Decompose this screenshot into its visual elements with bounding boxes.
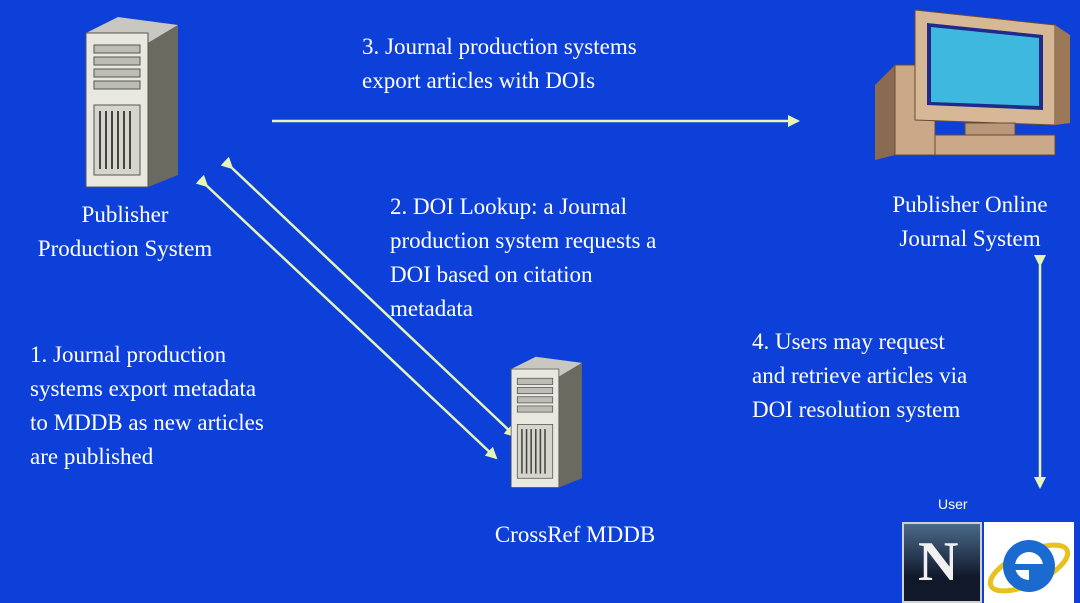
desktop-computer-icon — [875, 9, 1070, 160]
publisher-production-label: Publisher Production System — [37, 202, 213, 261]
step4-text: 4. Users may request and retrieve articl… — [752, 329, 968, 422]
step3-text: 3. Journal production systems export art… — [362, 34, 637, 93]
step1-text: 1. Journal production systems export met… — [30, 342, 264, 469]
netscape-letter: N — [918, 531, 959, 593]
user-label: User — [938, 496, 968, 512]
publisher-online-label: Publisher Online Journal System — [892, 192, 1048, 251]
server-tower-icon — [85, 17, 178, 188]
internet-explorer-icon — [984, 522, 1074, 603]
crossref-mddb-label: CrossRef MDDB — [494, 522, 656, 547]
netscape-icon: N — [902, 522, 982, 603]
arrow-doi-lookup — [195, 174, 498, 460]
server-tower-icon — [510, 356, 582, 488]
step2-text: 2. DOI Lookup: a Journal production syst… — [390, 194, 657, 321]
